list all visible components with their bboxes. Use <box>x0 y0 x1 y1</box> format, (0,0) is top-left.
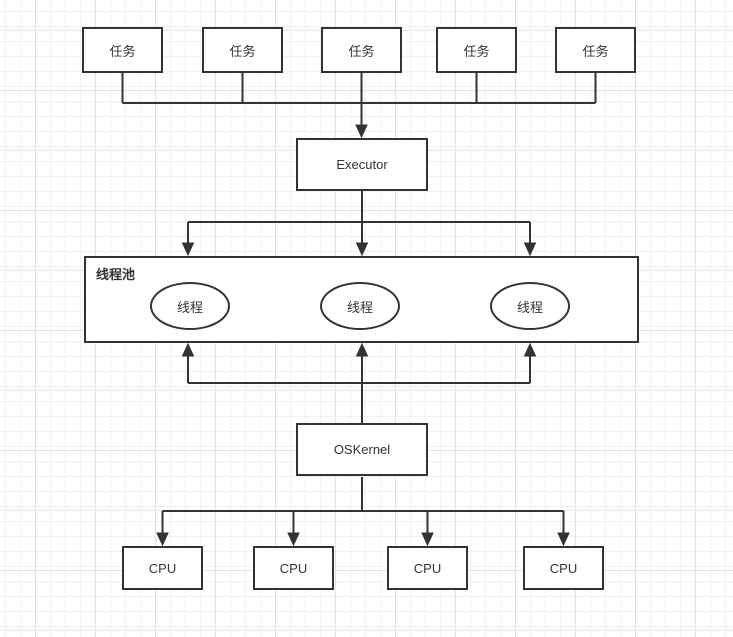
node-task-5-label: 任务 <box>582 43 609 59</box>
arrow-down-icon <box>181 242 195 257</box>
node-cpu-2[interactable]: CPU <box>253 546 334 590</box>
arrow-down-icon <box>355 124 368 139</box>
arrow-down-icon <box>523 242 537 257</box>
node-thread-1-label: 线程 <box>176 299 203 315</box>
node-cpu-1-label: CPU <box>148 560 177 576</box>
node-executor[interactable]: Executor <box>296 138 428 191</box>
arrow-up-icon <box>523 342 537 357</box>
node-cpu-1[interactable]: CPU <box>122 546 203 590</box>
node-os-kernel[interactable]: OSKernel <box>296 423 428 476</box>
arrow-down-icon <box>421 532 434 547</box>
edge-cpu-arrow-1[interactable] <box>156 511 169 547</box>
node-thread-2-label: 线程 <box>346 299 373 315</box>
node-task-1[interactable]: 任务 <box>82 27 163 73</box>
node-thread-3[interactable]: 线程 <box>490 282 570 330</box>
node-task-4-label: 任务 <box>463 43 490 59</box>
node-cpu-4[interactable]: CPU <box>523 546 604 590</box>
node-task-2-label: 任务 <box>229 43 256 59</box>
node-cpu-4-label: CPU <box>549 560 578 576</box>
node-thread-2[interactable]: 线程 <box>320 282 400 330</box>
arrow-down-icon <box>156 532 169 547</box>
node-os-kernel-label: OSKernel <box>333 442 391 457</box>
edge-pool-up-arrow-center[interactable] <box>355 342 369 383</box>
node-thread-3-label: 线程 <box>516 299 543 315</box>
node-task-1-label: 任务 <box>109 43 136 59</box>
edge-cpu-arrow-4[interactable] <box>557 511 570 547</box>
arrow-down-icon <box>557 532 570 547</box>
edge-pool-in-arrow-right[interactable] <box>523 222 537 257</box>
edge-pool-up-arrow-right[interactable] <box>523 342 537 383</box>
edge-cpu-arrow-3[interactable] <box>421 511 434 547</box>
node-cpu-2-label: CPU <box>279 560 308 576</box>
edge-pool-up-arrow-left[interactable] <box>181 342 195 383</box>
node-task-3-label: 任务 <box>348 43 375 59</box>
node-executor-label: Executor <box>336 157 388 172</box>
node-cpu-3[interactable]: CPU <box>387 546 468 590</box>
arrow-down-icon <box>287 532 300 547</box>
edge-pool-in-arrow-center[interactable] <box>355 222 369 257</box>
arrow-down-icon <box>355 242 369 257</box>
thread-pool-title: 线程池 <box>96 267 136 282</box>
arrow-up-icon <box>355 342 369 357</box>
edge-bus-to-executor[interactable] <box>355 103 368 139</box>
node-cpu-3-label: CPU <box>413 560 442 576</box>
edge-cpu-arrow-2[interactable] <box>287 511 300 547</box>
node-task-3[interactable]: 任务 <box>321 27 402 73</box>
node-task-5[interactable]: 任务 <box>555 27 636 73</box>
node-thread-1[interactable]: 线程 <box>150 282 230 330</box>
node-task-4[interactable]: 任务 <box>436 27 517 73</box>
arrow-up-icon <box>181 342 195 357</box>
edge-pool-in-arrow-left[interactable] <box>181 222 195 257</box>
node-task-2[interactable]: 任务 <box>202 27 283 73</box>
